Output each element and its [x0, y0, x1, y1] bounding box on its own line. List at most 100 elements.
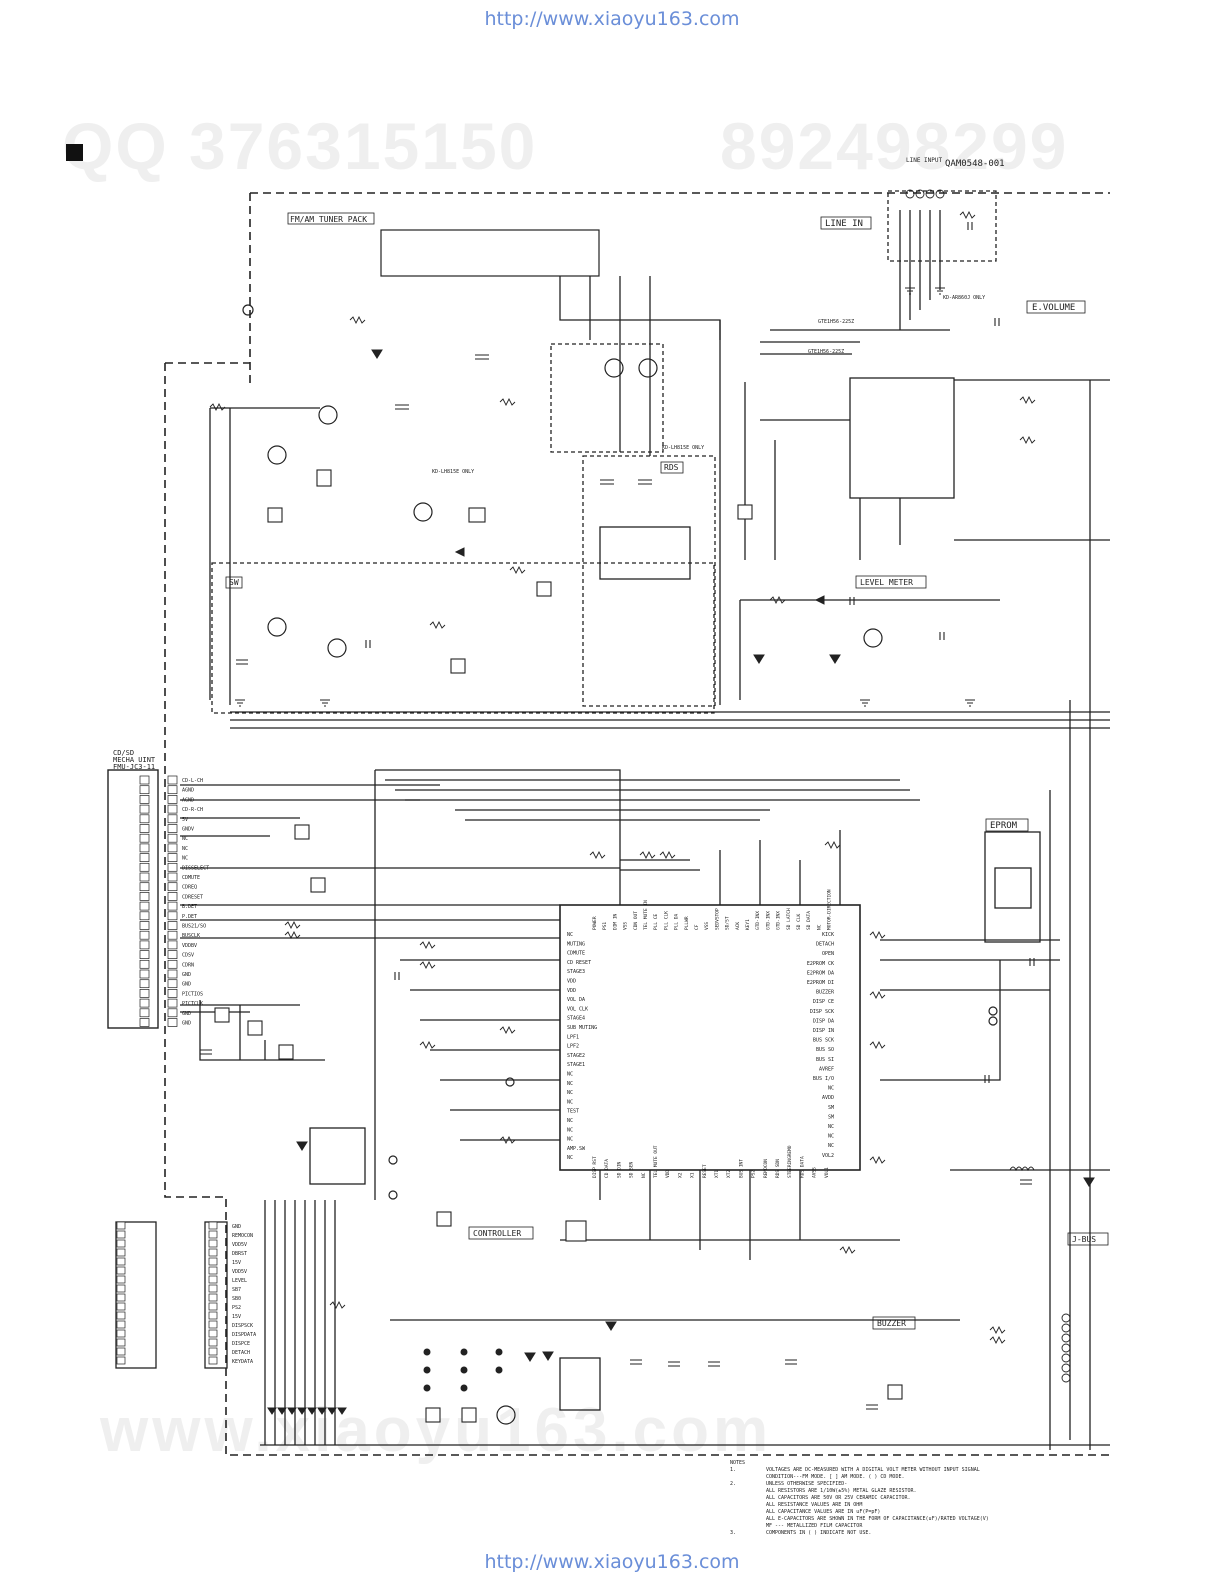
bottom-pin-box — [116, 1221, 126, 1230]
cd-pin-label: NC — [182, 856, 188, 862]
cd-pin-box — [167, 940, 178, 950]
ic-bottom-pin-label: BUS INT — [738, 1159, 744, 1178]
cd-pin-box — [139, 969, 150, 979]
ic-right-pin-label: AVREF — [819, 1066, 834, 1072]
bottom-pin-box — [208, 1356, 218, 1365]
cd-pin-box — [139, 833, 150, 843]
ic-left-pin-label: VDD — [567, 979, 576, 985]
ic-left-pin-label: LPF2 — [567, 1044, 579, 1050]
bottom-pin-box — [208, 1248, 218, 1257]
cd-pin-box — [167, 901, 178, 911]
bottom-pin-box — [208, 1221, 218, 1230]
bottom-pin-box — [208, 1302, 218, 1311]
notes-title: NOTES — [730, 1460, 746, 1466]
rds-label: RDS — [664, 463, 679, 472]
ko-ar-note: KD-AR860J ONLY — [943, 295, 985, 301]
ic-right-pin-label: NC — [828, 1143, 834, 1149]
cd-pin-box — [167, 775, 178, 785]
gte-part-2: GTE1H56-225Z — [808, 349, 844, 355]
ic-right-pin-label: BUS SCK — [813, 1038, 834, 1044]
notes-line-number — [730, 1523, 766, 1530]
bottom-pin-label: DETACH — [232, 1350, 250, 1356]
ic-top-pin-label: SD/ST — [725, 916, 731, 930]
cd-pin-label: CDRN — [182, 962, 194, 968]
ic-bottom-pin-label: NC — [641, 1172, 647, 1178]
ic-top-pin-label: CDN OUT — [633, 911, 639, 930]
cd-pin-box — [139, 921, 150, 930]
ic-right-pin-label: E2PROM DI — [807, 980, 834, 986]
notes-line: ALL CAPACITORS ARE 50V OR 25V CERAMIC CA… — [730, 1495, 1080, 1502]
cd-pin-label: P.DET — [182, 914, 197, 920]
sw-label: SW — [229, 578, 239, 587]
ic-left-pin-label: TEST — [567, 1109, 579, 1115]
cd-pin-label: CD-L-CH — [182, 778, 203, 784]
notes-line-number — [730, 1495, 766, 1502]
cd-pin-label: DISSELECT — [182, 865, 209, 871]
cd-pin-box — [139, 862, 150, 872]
ic-top-pin-label: VSS — [623, 922, 629, 930]
ic-bottom-pin-label: VDD — [665, 1170, 671, 1178]
bottom-pin-box — [208, 1329, 218, 1338]
ic-top-pin-label: PLL CLK — [663, 911, 669, 930]
bottom-pin-box — [116, 1284, 126, 1293]
cd-pin-label: CDRESET — [182, 894, 203, 900]
bottom-pin-box — [116, 1320, 126, 1329]
ic-bottom-pin-label: PS2 — [751, 1170, 757, 1178]
section-marker — [66, 144, 83, 161]
watermark-qq: QQ 376315150 — [62, 109, 538, 183]
cd-pin-box — [167, 843, 178, 853]
cd-mecha-label-2: MECHA UINT — [113, 756, 156, 764]
gte-part-1: GTE1H56-225Z — [818, 319, 854, 325]
bottom-pin-box — [116, 1266, 126, 1275]
tuner-pack-label: FM/AM TUNER PACK — [290, 215, 367, 224]
ic-right-pin-label: DISP SCK — [810, 1009, 834, 1015]
bottom-pin-box — [208, 1293, 218, 1302]
ic-top-pin-label: SD CLK — [796, 913, 802, 930]
source-url-top[interactable]: http://www.xiaoyu163.com — [484, 8, 740, 30]
cd-pin-label: 5V — [182, 817, 188, 823]
ic-top-pin-label: SEDVSTOP — [714, 908, 720, 930]
ic-left-pin-label: VOL CLK — [567, 1006, 588, 1012]
ic-left-pin-label: LPF1 — [567, 1034, 579, 1040]
ic-top-pin-label: GTD-INX — [755, 911, 761, 930]
cd-pin-box — [167, 969, 178, 979]
notes-line-text: ALL CAPACITORS ARE 50V OR 25V CERAMIC CA… — [766, 1495, 911, 1501]
ic-top-pin-label: POWER — [592, 916, 598, 930]
ic-top-pin-label: PLLWR — [684, 916, 690, 930]
bottom-pin-box — [208, 1311, 218, 1320]
cd-pin-box — [167, 795, 178, 804]
cd-pin-label: AGND — [182, 788, 194, 794]
source-url-bottom[interactable]: http://www.xiaoyu163.com — [484, 1551, 740, 1573]
ic-right-pin-label: NC — [828, 1086, 834, 1092]
bottom-pin-box — [116, 1230, 126, 1239]
notes-line-text: VOLTAGES ARE DC-MEASURED WITH A DIGITAL … — [766, 1467, 980, 1473]
ic-bottom-pin-label: RDS DATA — [799, 1156, 805, 1178]
cd-pin-box — [167, 814, 178, 824]
ic-left-pin-label: CDMUTE — [567, 951, 585, 957]
notes-line-number — [730, 1488, 766, 1495]
notes-line: 1.VOLTAGES ARE DC-MEASURED WITH A DIGITA… — [730, 1467, 1080, 1474]
cd-pin-box — [167, 911, 178, 921]
ic-left-pin-label: STAGE1 — [567, 1062, 585, 1068]
ic-right-pin-label: DISP CE — [813, 999, 834, 1005]
ic-left-pin-label: NC — [567, 932, 573, 938]
ic-bottom-pin-label: RDS SDN — [775, 1159, 781, 1178]
ic-top-pin-label: MOTOR-DIRECTION — [827, 889, 833, 930]
ic-right-pin-label: E2PROM CK — [807, 961, 834, 967]
ic-bottom-pin-label: RESET — [702, 1164, 708, 1178]
ic-top-pin-label: CF — [694, 924, 700, 930]
bottom-pin-label: REMOCON — [232, 1233, 253, 1239]
cd-pin-box — [167, 1018, 178, 1027]
level-meter-label: LEVEL METER — [860, 578, 913, 587]
notes-line: CONDITION---FM MODE. [ ] AM MODE. ( ) CD… — [730, 1474, 1080, 1481]
cd-pin-box — [139, 843, 150, 853]
ic-bottom-pin-label: XT1 — [714, 1170, 720, 1178]
bottom-pin-box — [208, 1266, 218, 1275]
bottom-pin-label: DBRST — [232, 1251, 247, 1257]
cd-pin-box — [167, 921, 178, 930]
ic-bottom-pin-label: CD DATA — [604, 1159, 610, 1178]
eprom-label: EPROM — [990, 821, 1018, 831]
cd-pin-box — [139, 979, 150, 989]
cd-pin-box — [167, 959, 178, 969]
ic-bottom-pin-label: SD SEN — [629, 1161, 635, 1178]
